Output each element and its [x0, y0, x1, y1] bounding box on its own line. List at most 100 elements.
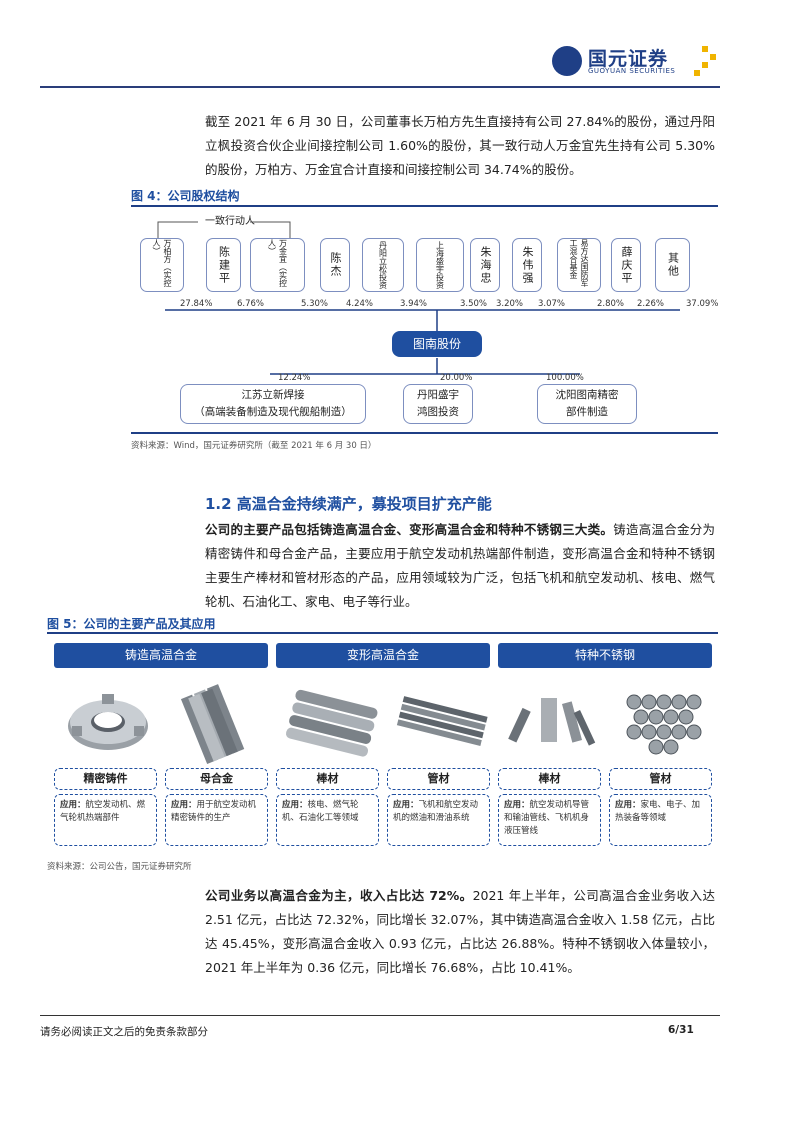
shareholding-pct: 4.24% — [346, 299, 374, 309]
product-label: 棒材 — [276, 768, 379, 790]
shareholder-name: 丹阳立松投资 — [378, 241, 388, 289]
shareholder-box: 万柏方（实控人） — [140, 238, 184, 292]
shareholding-pct: 37.09% — [686, 299, 719, 309]
subsidiary-box: 丹阳盛宇鸿图投资 — [403, 384, 473, 424]
figure-4-bottom-rule — [131, 432, 718, 434]
stainless-bar-image — [508, 698, 596, 746]
application-heading: 应用： — [282, 800, 308, 810]
wrought-bar-image — [285, 689, 378, 757]
application-text: 航空发动机导管和输油管线、飞机机身液压管线 — [504, 800, 590, 836]
subsidiary-pct: 20.00% — [440, 373, 473, 383]
shareholder-box: 薛庆平 — [611, 238, 641, 292]
ownership-connectors — [165, 309, 680, 375]
shareholder-name: 万柏方（实控人） — [152, 239, 172, 287]
subsidiary-line1: 丹阳盛宇 — [417, 389, 459, 401]
subsidiary-line2: 鸿图投资 — [417, 406, 459, 418]
subsidiary-line2: 部件制造 — [566, 406, 608, 418]
products-lead: 公司的主要产品包括铸造高温合金、变形高温合金和特种不锈钢三大类。 — [205, 522, 614, 537]
figure-5-title: 图 5：公司的主要产品及其应用 — [47, 617, 216, 631]
concert-parties-label: 一致行动人 — [205, 216, 255, 227]
shareholder-box: 丹阳立松投资 — [362, 238, 404, 292]
subsidiary-pct: 12.24% — [278, 373, 311, 383]
shareholder-name: 其他 — [666, 252, 680, 278]
figure-4-top-rule — [131, 205, 718, 207]
products-paragraph: 公司的主要产品包括铸造高温合金、变形高温合金和特种不锈钢三大类。铸造高温合金分为… — [205, 518, 715, 614]
product-application: 应用：用于航空发动机精密铸件的生产 — [165, 794, 268, 846]
product-application: 应用：飞机和航空发动机的燃油和滑油系统 — [387, 794, 490, 846]
logo-dot-icon — [702, 62, 708, 68]
shareholder-box: 陈杰 — [320, 238, 350, 292]
intro-paragraph: 截至 2021 年 6 月 30 日，公司董事长万柏方先生直接持有公司 27.8… — [205, 114, 715, 177]
subsidiary-box: 江苏立新焊接（高端装备制造及现代舰船制造） — [180, 384, 366, 424]
shareholding-pct: 2.80% — [597, 299, 625, 309]
footer-disclaimer: 请务必阅读正文之后的免责条款部分 — [40, 1026, 208, 1038]
shareholder-name: 易方达国防军工混合基金 — [569, 239, 589, 287]
application-heading: 应用： — [504, 800, 530, 810]
application-text: 飞机和航空发动机的燃油和滑油系统 — [393, 800, 479, 823]
stainless-tube-image — [626, 694, 702, 755]
category-wrought-superalloy: 变形高温合金 — [276, 643, 490, 668]
page-number: 6/31 — [668, 1024, 694, 1036]
business-paragraph: 公司业务以高温合金为主，收入占比达 72%。2021 年上半年，公司高温合金业务… — [205, 884, 715, 980]
company-box: 图南股份 — [392, 331, 482, 357]
logo-emblem-icon — [552, 46, 582, 76]
application-heading: 应用： — [60, 800, 86, 810]
application-text: 核电、燃气轮机、石油化工等领域 — [282, 800, 359, 823]
application-text: 家电、电子、加热装备等领域 — [615, 800, 701, 823]
product-application: 应用：航空发动机、燃气轮机热端部件 — [54, 794, 157, 846]
logo-dot-icon — [694, 70, 700, 76]
figure-5-source: 资料来源：公司公告，国元证券研究所 — [47, 862, 192, 872]
application-heading: 应用： — [615, 800, 641, 810]
category-cast-superalloy: 铸造高温合金 — [54, 643, 268, 668]
business-body: 2021 年上半年，公司高温合金业务收入达 2.51 亿元，占比达 72.32%… — [205, 888, 715, 975]
shareholder-box: 其他 — [655, 238, 690, 292]
application-heading: 应用： — [393, 800, 419, 810]
product-application: 应用：家电、电子、加热装备等领域 — [609, 794, 712, 846]
shareholder-name: 朱海忠 — [479, 245, 492, 285]
product-label: 棒材 — [498, 768, 601, 790]
application-text: 航空发动机、燃气轮机热端部件 — [60, 800, 146, 823]
concert-bracket — [157, 221, 291, 238]
brand-name-en: GUOYUAN SECURITIES — [588, 67, 676, 75]
shareholding-pct: 3.20% — [496, 299, 524, 309]
shareholder-name: 薛庆平 — [620, 245, 633, 285]
shareholding-pct: 27.84% — [180, 299, 213, 309]
category-special-stainless: 特种不锈钢 — [498, 643, 712, 668]
shareholding-pct: 2.26% — [637, 299, 665, 309]
shareholder-name: 陈建平 — [217, 245, 231, 285]
product-label: 管材 — [609, 768, 712, 790]
shareholding-pct: 6.76% — [237, 299, 265, 309]
shareholder-box: 上海盛宇投资 — [416, 238, 464, 292]
product-application: 应用：核电、燃气轮机、石油化工等领域 — [276, 794, 379, 846]
brand-name-cn: 国元证券 — [588, 48, 669, 70]
shareholder-box: 陈建平 — [206, 238, 241, 292]
product-label: 精密铸件 — [54, 768, 157, 790]
logo-dot-icon — [702, 46, 708, 52]
shareholder-box: 朱伟强 — [512, 238, 542, 292]
subsidiary-box: 沈阳图南精密部件制造 — [537, 384, 637, 424]
figure-4-source: 资料来源：Wind，国元证券研究所（截至 2021 年 6 月 30 日） — [131, 441, 377, 451]
figure-5-top-rule — [47, 632, 718, 634]
shareholder-box: 万金宜（实控人） — [250, 238, 305, 292]
shareholding-pct: 5.30% — [301, 299, 329, 309]
products-body: 铸造高温合金分为精密铸件和母合金产品，主要应用于航空发动机热端部件制造，变形高温… — [205, 522, 715, 609]
wrought-tube-image — [396, 696, 488, 746]
shareholder-box: 易方达国防军工混合基金 — [557, 238, 601, 292]
shareholder-name: 万金宜（实控人） — [267, 239, 288, 287]
shareholder-name: 陈杰 — [329, 252, 342, 278]
shareholder-name: 上海盛宇投资 — [435, 241, 445, 289]
precision-casting-image — [68, 694, 148, 750]
footer-rule — [40, 1015, 720, 1016]
shareholding-pct: 3.94% — [400, 299, 428, 309]
master-alloy-image — [180, 684, 245, 764]
brand-logo: 国元证券 GUOYUAN SECURITIES — [552, 44, 722, 80]
subsidiary-line1: 沈阳图南精密 — [555, 389, 619, 401]
business-lead: 公司业务以高温合金为主，收入占比达 72%。 — [205, 888, 473, 903]
shareholder-box: 朱海忠 — [470, 238, 500, 292]
shareholding-pct: 3.50% — [460, 299, 488, 309]
product-label: 管材 — [387, 768, 490, 790]
shareholder-name: 朱伟强 — [521, 245, 534, 285]
subsidiary-line2: （高端装备制造及现代舰船制造） — [194, 406, 352, 418]
figure-4-title: 图 4：公司股权结构 — [131, 189, 240, 203]
logo-dot-icon — [710, 54, 716, 60]
